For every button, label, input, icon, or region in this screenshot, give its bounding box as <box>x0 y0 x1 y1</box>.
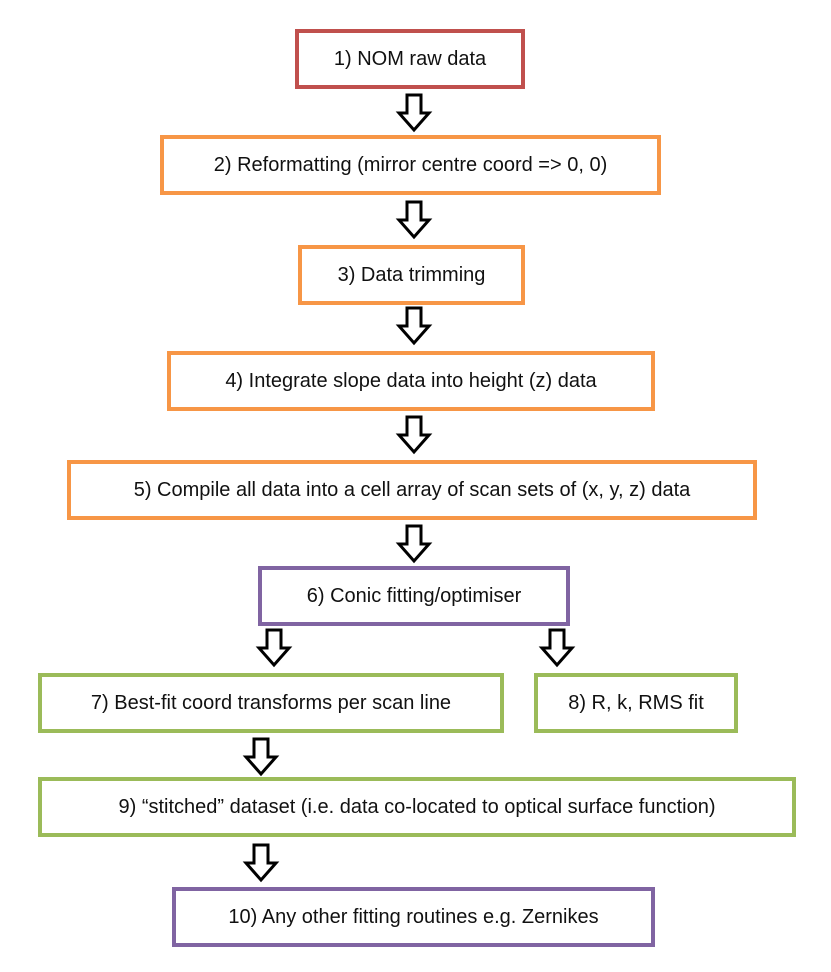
step-4-label: 4) Integrate slope data into height (z) … <box>225 369 597 392</box>
down-arrow-icon <box>395 93 433 133</box>
down-arrow-icon <box>242 737 280 777</box>
step-2-box: 2) Reformatting (mirror centre coord => … <box>160 135 661 195</box>
step-9-label: 9) “stitched” dataset (i.e. data co-loca… <box>118 795 716 818</box>
step-7-box: 7) Best-fit coord transforms per scan li… <box>38 673 504 733</box>
down-arrow-icon <box>538 628 576 668</box>
down-arrow-icon <box>395 306 433 346</box>
step-8-box: 8) R, k, RMS fit <box>534 673 738 733</box>
down-arrow-icon <box>395 524 433 564</box>
step-3-box: 3) Data trimming <box>298 245 525 305</box>
step-1-label: 1) NOM raw data <box>333 47 487 70</box>
step-6-label: 6) Conic fitting/optimiser <box>306 584 522 607</box>
step-7-label: 7) Best-fit coord transforms per scan li… <box>90 691 452 714</box>
step-9-box: 9) “stitched” dataset (i.e. data co-loca… <box>38 777 796 837</box>
step-1-box: 1) NOM raw data <box>295 29 525 89</box>
step-5-box: 5) Compile all data into a cell array of… <box>67 460 757 520</box>
step-10-box: 10) Any other fitting routines e.g. Zern… <box>172 887 655 947</box>
step-10-label: 10) Any other fitting routines e.g. Zern… <box>228 905 599 928</box>
step-4-box: 4) Integrate slope data into height (z) … <box>167 351 655 411</box>
down-arrow-icon <box>395 200 433 240</box>
step-8-label: 8) R, k, RMS fit <box>568 691 704 714</box>
step-6-box: 6) Conic fitting/optimiser <box>258 566 570 626</box>
step-2-label: 2) Reformatting (mirror centre coord => … <box>213 153 608 176</box>
step-5-label: 5) Compile all data into a cell array of… <box>133 478 691 501</box>
step-3-label: 3) Data trimming <box>337 263 486 286</box>
down-arrow-icon <box>242 843 280 883</box>
down-arrow-icon <box>255 628 293 668</box>
down-arrow-icon <box>395 415 433 455</box>
